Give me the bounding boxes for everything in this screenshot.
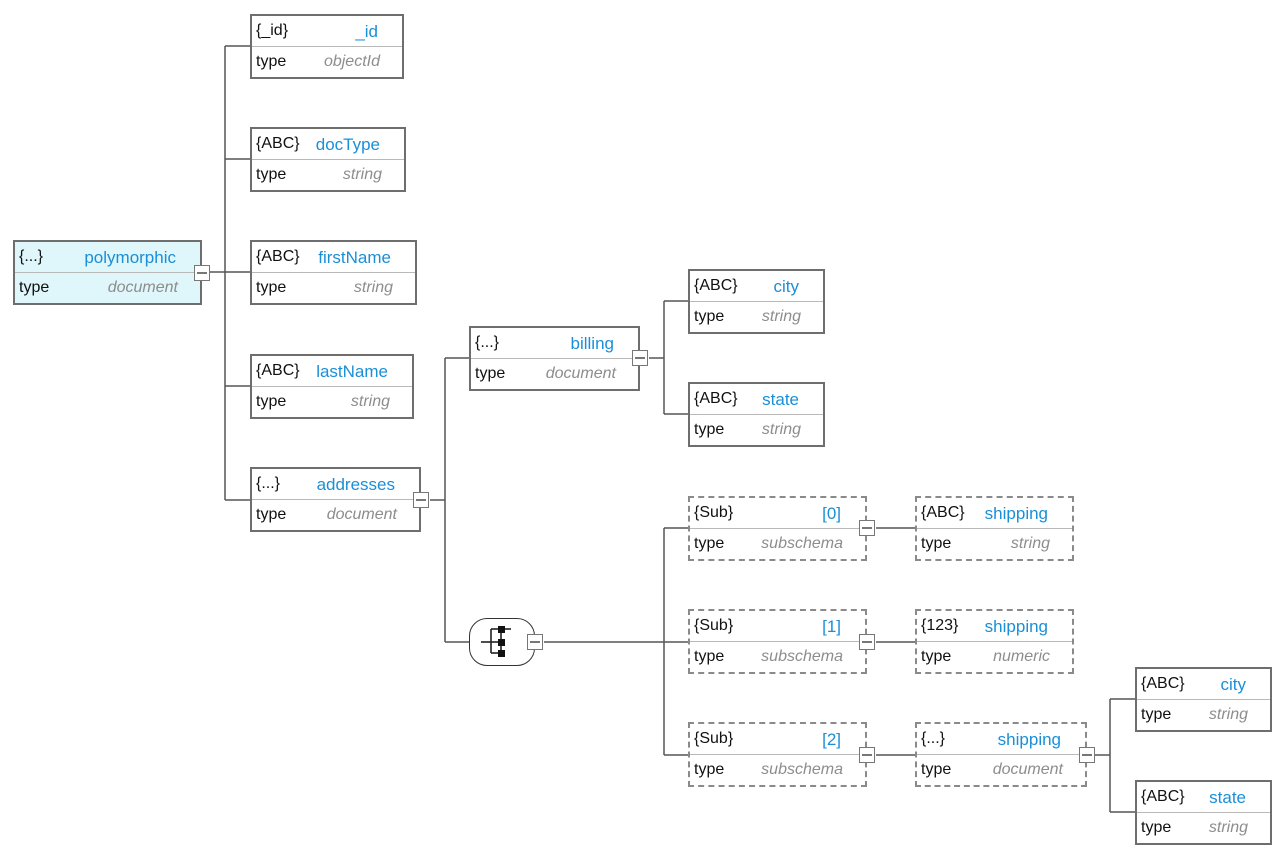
minus-square-icon[interactable] [527,634,543,650]
node-kind: {ABC} [256,248,300,265]
type-label: type [256,393,287,410]
minus-square-icon[interactable] [859,747,875,763]
type-value: string [1208,819,1248,836]
node-polymorphic[interactable]: {...} polymorphic type document [13,240,202,305]
node-name: [0] [822,504,841,523]
node-name: [1] [822,617,841,636]
type-value: string [1208,706,1248,723]
node-sub-2[interactable]: {Sub} [2] type subschema [688,722,867,787]
node-kind: {Sub} [694,617,734,634]
type-label: type [256,166,287,183]
node-name: polymorphic [84,248,176,267]
type-value: string [353,279,393,296]
node-kind: {ABC} [256,135,300,152]
choice-node[interactable] [469,618,535,666]
type-label: type [19,279,50,296]
type-value: string [1010,535,1050,552]
type-label: type [256,506,287,523]
type-value: string [342,166,382,183]
minus-square-icon[interactable] [194,265,210,281]
node-name: shipping [984,504,1048,523]
node-name: shipping [997,730,1061,749]
node-name: state [1209,788,1246,807]
minus-square-icon[interactable] [859,634,875,650]
node-billing[interactable]: {...} billing type document [469,326,640,391]
node-kind: {...} [256,475,281,492]
node-kind: {ABC} [921,504,965,521]
node-addresses[interactable]: {...} addresses type document [250,467,421,532]
type-value: string [350,393,390,410]
node-name: docType [315,135,380,154]
node-sub-0[interactable]: {Sub} [0] type subschema [688,496,867,561]
type-label: type [475,365,506,382]
node-name: shipping [984,617,1048,636]
node-name: _id [355,22,378,41]
type-value: subschema [761,761,843,778]
minus-square-icon[interactable] [413,492,429,508]
node-name: city [773,277,800,296]
node-kind: {...} [19,248,44,265]
choice-branch-icon [481,626,511,657]
node-name: city [1220,675,1247,694]
node-shipping-1[interactable]: {123} shipping type numeric [915,609,1074,674]
type-label: type [694,308,725,325]
node-shipping-2[interactable]: {...} shipping type document [915,722,1087,787]
type-value: document [107,279,178,296]
node-billing-city[interactable]: {ABC} city type string [688,269,825,334]
type-label: type [694,421,725,438]
node-name: addresses [316,475,395,494]
type-value: objectId [323,53,380,70]
minus-square-icon[interactable] [859,520,875,536]
node-kind: {ABC} [1141,788,1185,805]
type-label: type [1141,819,1172,836]
minus-square-icon[interactable] [1079,747,1095,763]
node-billing-state[interactable]: {ABC} state type string [688,382,825,447]
type-label: type [1141,706,1172,723]
type-value: document [992,761,1063,778]
type-value: numeric [993,648,1050,665]
type-label: type [694,761,725,778]
node-kind: {ABC} [1141,675,1185,692]
node-kind: {ABC} [256,362,300,379]
node-name: [2] [822,730,841,749]
node-name: lastName [316,362,388,381]
node-kind: {...} [475,334,500,351]
node-kind: {ABC} [694,390,738,407]
type-label: type [921,648,952,665]
type-label: type [694,535,725,552]
type-value: subschema [761,535,843,552]
type-label: type [256,53,287,70]
node-shipping-city[interactable]: {ABC} city type string [1135,667,1272,732]
node-id[interactable]: {_id} _id type objectId [250,14,404,79]
node-name: billing [570,334,614,353]
node-shipping-state[interactable]: {ABC} state type string [1135,780,1272,845]
type-label: type [921,761,952,778]
type-label: type [256,279,287,296]
type-value: document [545,365,616,382]
node-sub-1[interactable]: {Sub} [1] type subschema [688,609,867,674]
node-name: firstName [318,248,391,267]
node-doctype[interactable]: {ABC} docType type string [250,127,406,192]
type-value: string [761,308,801,325]
type-value: string [761,421,801,438]
node-kind: {...} [921,730,946,747]
type-label: type [694,648,725,665]
node-lastname[interactable]: {ABC} lastName type string [250,354,414,419]
node-shipping-0[interactable]: {ABC} shipping type string [915,496,1074,561]
node-name: state [762,390,799,409]
node-kind: {123} [921,617,959,634]
node-kind: {Sub} [694,504,734,521]
node-firstname[interactable]: {ABC} firstName type string [250,240,417,305]
node-kind: {ABC} [694,277,738,294]
minus-square-icon[interactable] [632,350,648,366]
node-kind: {Sub} [694,730,734,747]
type-value: document [326,506,397,523]
type-value: subschema [761,648,843,665]
node-kind: {_id} [256,22,289,39]
type-label: type [921,535,952,552]
